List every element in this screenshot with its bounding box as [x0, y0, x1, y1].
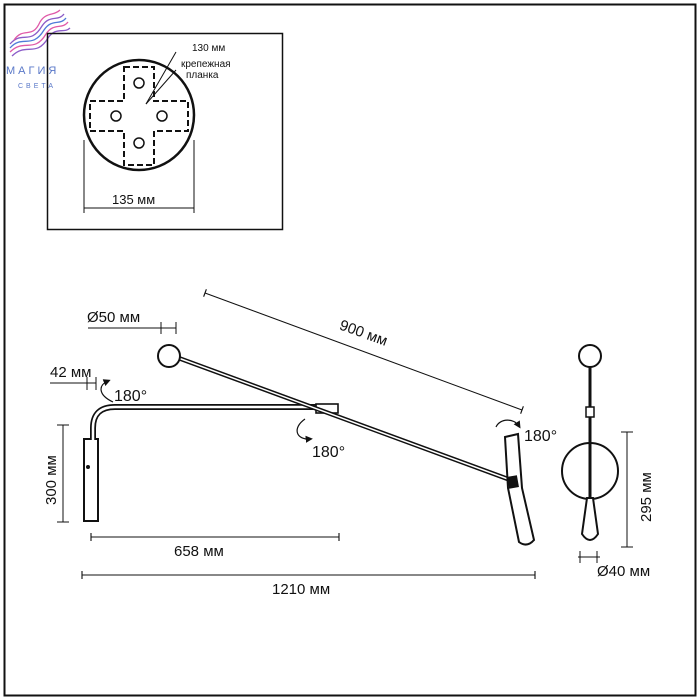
mounting-bracket-cross	[89, 66, 189, 166]
lamp-head	[503, 432, 536, 546]
canopy-outline	[82, 58, 196, 172]
wall-backplate	[83, 438, 99, 522]
plate-leader	[145, 69, 177, 105]
screw-hole-left	[110, 110, 122, 122]
total-reach-label: 1210 мм	[272, 581, 330, 598]
horizontal-reach-label: 658 мм	[174, 543, 224, 560]
counterweight-ball	[157, 344, 181, 368]
backplate-height-label: 300 мм	[43, 455, 60, 505]
front-pivot	[585, 406, 595, 418]
outer-frame	[3, 3, 697, 697]
rotation-arrow-head-icon	[495, 419, 521, 429]
ball-diameter-label: Ø50 мм	[87, 309, 140, 326]
front-counterweight-ball	[578, 344, 602, 368]
plate-label-line1: крепежная	[181, 59, 231, 70]
support-tube-inner	[91, 405, 338, 440]
side-view-drawing: 900 мм Ø50 мм 42 мм 180° 180° 180° 300 м…	[43, 289, 557, 598]
support-tube	[90, 404, 338, 440]
front-lamp-head	[580, 497, 600, 541]
backplate-screw	[86, 465, 90, 469]
screw-spacing-label: 130 мм	[192, 43, 225, 54]
screw-hole-bottom	[133, 137, 145, 149]
tube-diameter-label: 42 мм	[50, 364, 91, 381]
brand-subtitle: СВЕТА	[18, 83, 56, 90]
rotation-arrow-top-icon	[100, 379, 114, 403]
main-arm-inner	[172, 355, 517, 483]
front-height-label: 295 мм	[638, 472, 655, 522]
inset-frame	[46, 32, 284, 231]
arm-length-dimension	[203, 289, 524, 414]
wave-logo-icon	[9, 9, 71, 57]
mounting-plate-inset: 130 мм крепежная планка 135 мм	[46, 32, 284, 231]
rotation-middle-label: 180°	[312, 444, 345, 461]
screw-hole-right	[156, 110, 168, 122]
canopy-diameter-label: 135 мм	[112, 192, 155, 207]
rotation-head-label: 180°	[524, 428, 557, 445]
screw-spacing-leader	[145, 51, 177, 105]
front-diameter-label: Ø40 мм	[597, 563, 650, 580]
lamp-head-joint	[507, 475, 519, 489]
rotation-arrow-middle-icon	[296, 418, 313, 443]
brand-name: МАГИЯ	[6, 65, 59, 77]
front-view-drawing: 295 мм Ø40 мм	[561, 344, 655, 580]
screw-hole-top	[133, 77, 145, 89]
brand-logo: МАГИЯ СВЕТА	[6, 9, 71, 90]
rotation-top-label: 180°	[114, 388, 147, 405]
plate-label-line2: планка	[186, 70, 219, 81]
